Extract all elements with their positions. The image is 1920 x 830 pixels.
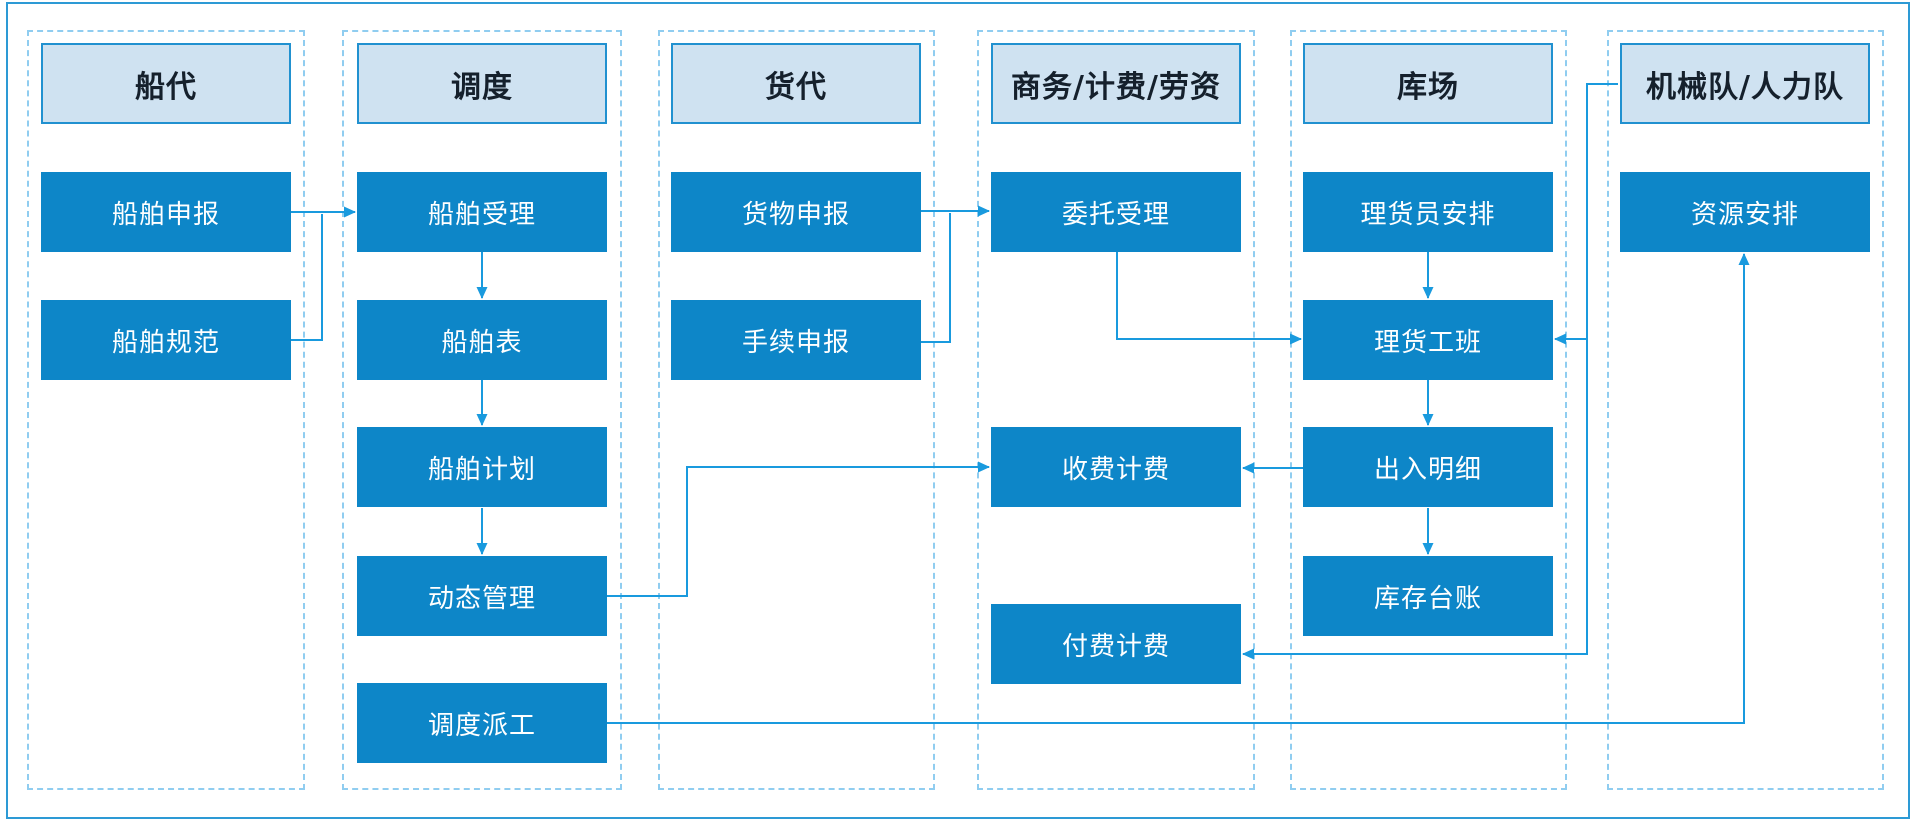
- lane-freight-forwarder: [658, 30, 935, 790]
- node-tally-clerk-arrangement: 理货员安排: [1303, 172, 1553, 252]
- node-tally-work-shift: 理货工班: [1303, 300, 1553, 380]
- node-entrustment-acceptance: 委托受理: [991, 172, 1241, 252]
- lane-machinery-manpower-team: [1607, 30, 1884, 790]
- lane-header-business-billing-labor: 商务/计费/劳资: [991, 43, 1241, 124]
- lane-dispatch: [342, 30, 622, 790]
- lane-header-yard: 库场: [1303, 43, 1553, 124]
- node-dynamic-management: 动态管理: [357, 556, 607, 636]
- node-ship-declaration: 船舶申报: [41, 172, 291, 252]
- node-procedure-declaration: 手续申报: [671, 300, 921, 380]
- lane-header-machinery-manpower-team: 机械队/人力队: [1620, 43, 1870, 124]
- node-ship-table: 船舶表: [357, 300, 607, 380]
- node-ship-plan: 船舶计划: [357, 427, 607, 507]
- node-ship-specification: 船舶规范: [41, 300, 291, 380]
- node-cargo-declaration: 货物申报: [671, 172, 921, 252]
- lane-header-ship-agent: 船代: [41, 43, 291, 124]
- lane-yard: [1290, 30, 1567, 790]
- lane-header-freight-forwarder: 货代: [671, 43, 921, 124]
- node-dispatch-work-assignment: 调度派工: [357, 683, 607, 763]
- node-in-out-details: 出入明细: [1303, 427, 1553, 507]
- node-inventory-ledger: 库存台账: [1303, 556, 1553, 636]
- lane-ship-agent: [27, 30, 305, 790]
- node-ship-acceptance: 船舶受理: [357, 172, 607, 252]
- diagram-border: [6, 2, 1910, 819]
- node-resource-arrangement: 资源安排: [1620, 172, 1870, 252]
- node-charge-billing: 收费计费: [991, 427, 1241, 507]
- node-payment-billing: 付费计费: [991, 604, 1241, 684]
- lane-header-dispatch: 调度: [357, 43, 607, 124]
